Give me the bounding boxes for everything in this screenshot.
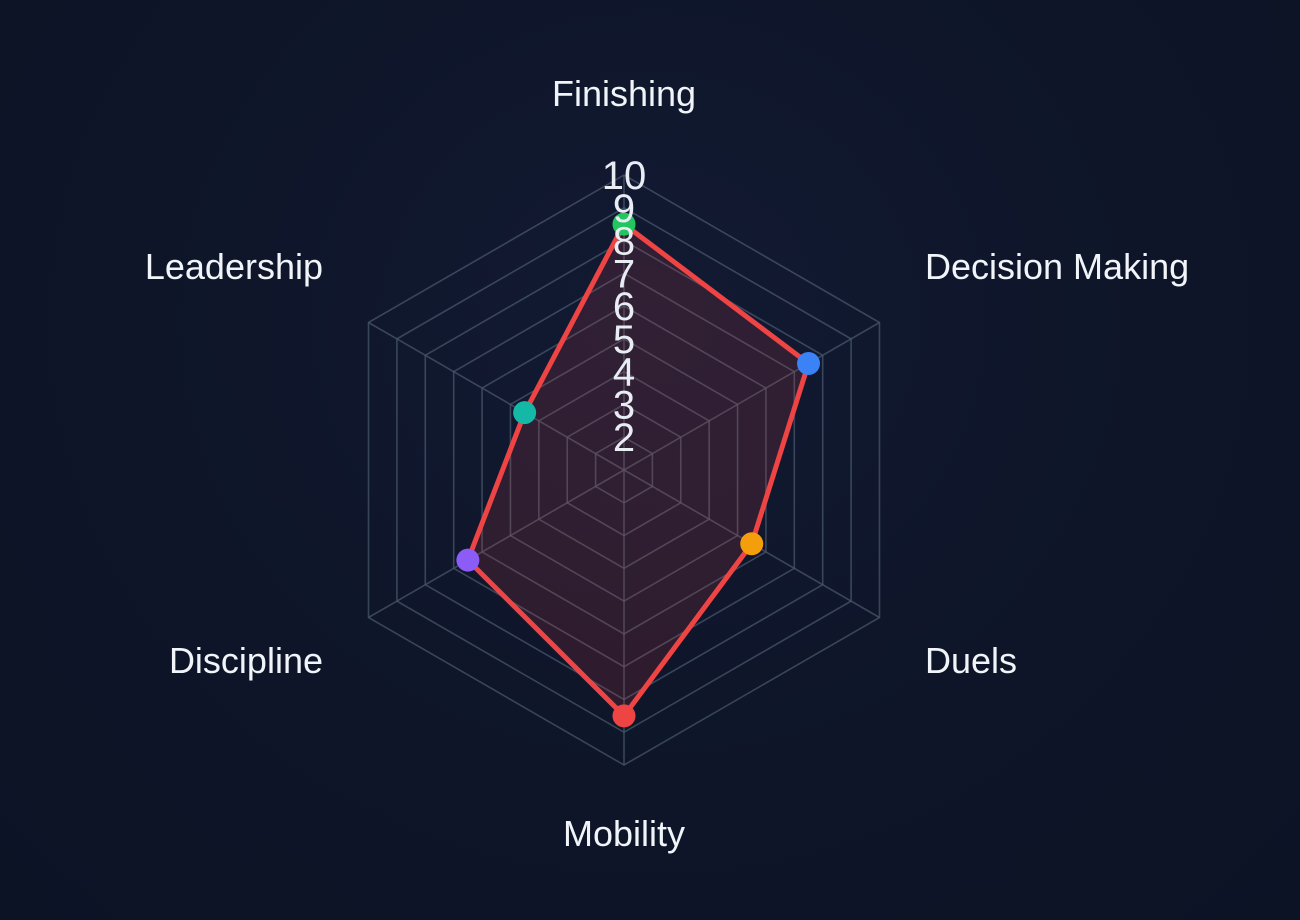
tick-label-5: 5 bbox=[613, 318, 635, 362]
data-point-discipline bbox=[456, 548, 480, 572]
grid-spoke-decision-making bbox=[623, 321, 880, 471]
tick-label-2: 2 bbox=[613, 416, 635, 460]
series-area-0 bbox=[465, 221, 812, 719]
data-point-leadership bbox=[513, 401, 537, 425]
tick-label-9: 9 bbox=[613, 187, 635, 231]
tick-label-8: 8 bbox=[613, 220, 635, 264]
grid-spoke-leadership bbox=[368, 321, 625, 471]
axis-label-finishing: Finishing bbox=[552, 73, 696, 114]
grid-layer bbox=[367, 174, 881, 766]
axis-label-duels: Duels bbox=[925, 640, 1017, 681]
data-point-finishing bbox=[612, 212, 636, 236]
axis-label-discipline: Discipline bbox=[169, 640, 323, 681]
tick-label-10: 10 bbox=[602, 154, 647, 198]
data-point-duels bbox=[740, 532, 764, 556]
tick-label-7: 7 bbox=[613, 252, 635, 296]
data-point-decision-making bbox=[797, 351, 821, 375]
tick-label-4: 4 bbox=[613, 351, 635, 395]
grid-spoke-discipline bbox=[368, 469, 625, 619]
axis-label-mobility: Mobility bbox=[563, 813, 685, 854]
tick-label-3: 3 bbox=[613, 383, 635, 427]
tick-label-6: 6 bbox=[613, 285, 635, 329]
axis-label-decision-making: Decision Making bbox=[925, 246, 1189, 287]
data-point-mobility bbox=[612, 704, 636, 728]
series-layer bbox=[456, 212, 821, 728]
axis-label-leadership: Leadership bbox=[145, 246, 323, 287]
